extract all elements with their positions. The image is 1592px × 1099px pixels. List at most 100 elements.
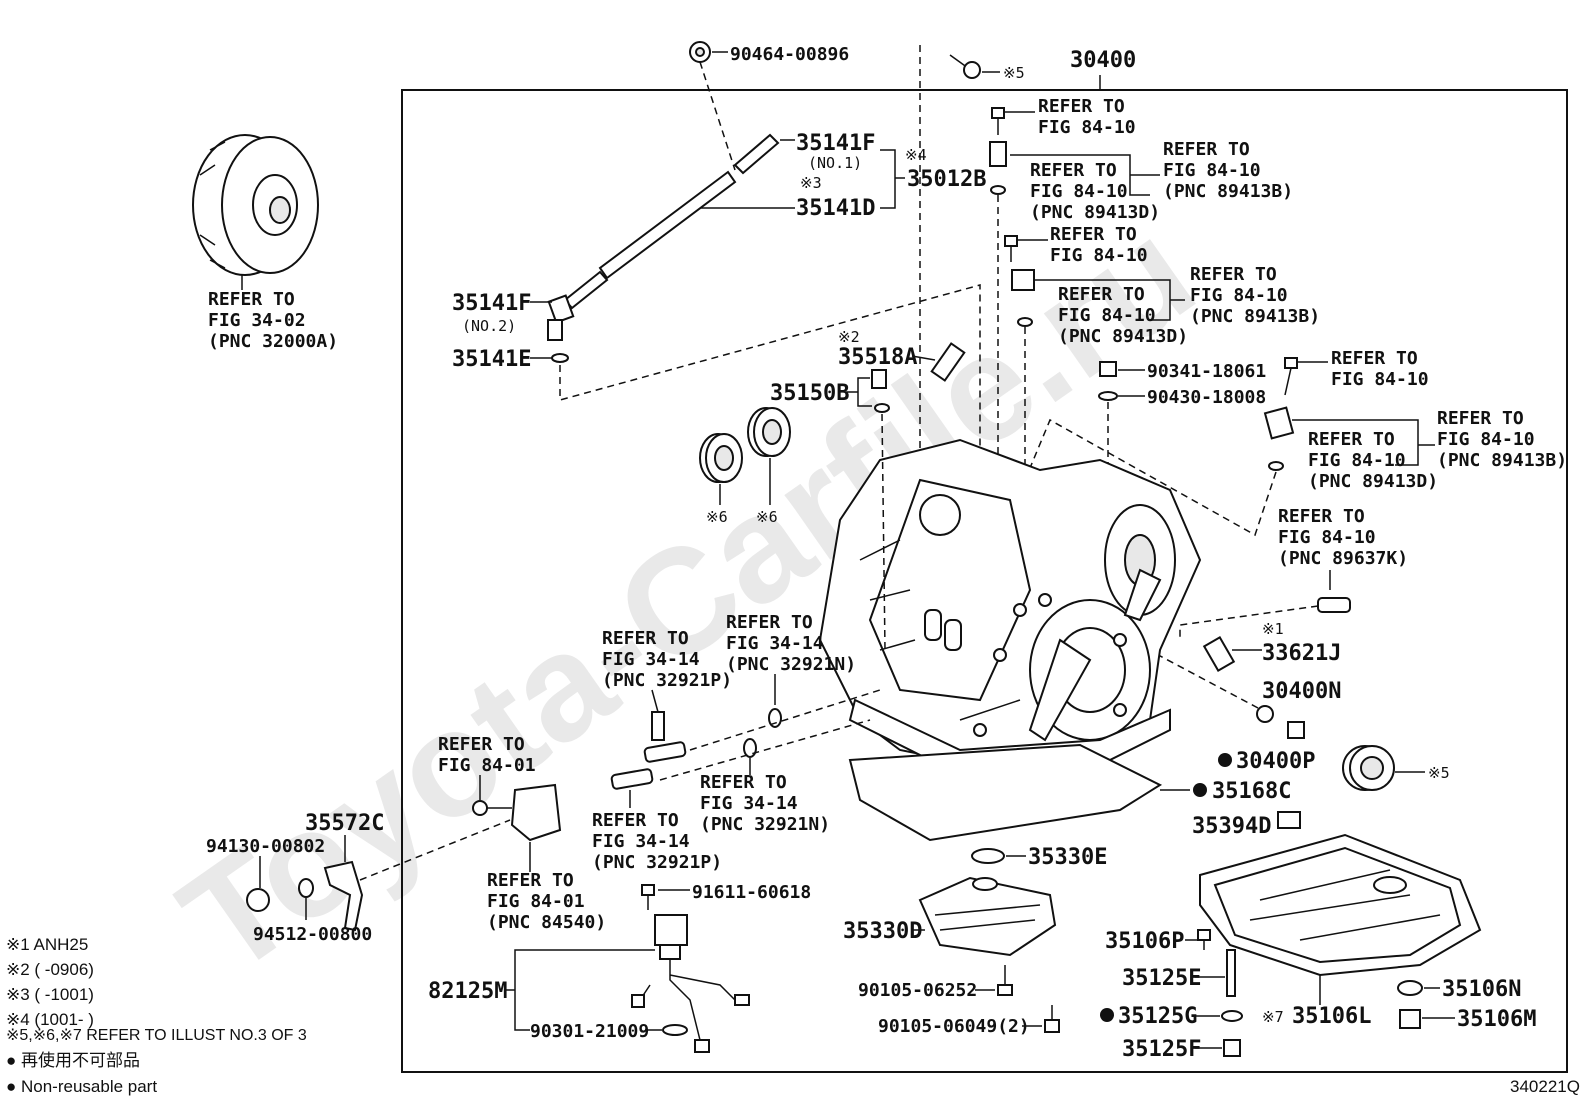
bolt-91611-illustration — [641, 884, 655, 910]
part-35394D: 35394D — [1192, 814, 1271, 839]
part-35106L: 35106L — [1292, 1004, 1371, 1029]
refer-p3: (PNC 84540) — [487, 912, 606, 933]
part-94130-00802: 94130-00802 — [206, 836, 325, 857]
sensor-3-illustration — [1263, 406, 1295, 440]
part-33621J: 33621J — [1262, 641, 1341, 666]
refer-k3: (PNC 32921P) — [602, 670, 732, 691]
dash-35150B — [881, 413, 886, 651]
refer-l1: REFER TO — [726, 612, 813, 633]
gasket-30400P-illustration — [1256, 705, 1274, 723]
plug-90341-illustration — [1099, 361, 1117, 377]
note-4: ※4 (1001- ) — [6, 1010, 94, 1029]
part-35141F-no1-suffix: (NO.1) — [808, 154, 862, 172]
part-90341-18061: 90341-18061 — [1147, 361, 1266, 382]
torque-converter-illustration — [192, 134, 319, 276]
note-5: ※5,※6,※7 REFER TO ILLUST NO.3 OF 3 — [6, 1027, 307, 1044]
mark-6a: ※6 — [706, 508, 728, 526]
sensor-bolt-2-illustration — [1004, 235, 1018, 262]
part-35572C: 35572C — [305, 811, 384, 836]
part-35518A: 35518A — [838, 345, 917, 370]
refer-j3: (PNC 89637K) — [1278, 548, 1408, 569]
part-35125E: 35125E — [1122, 966, 1201, 991]
refer-l3: (PNC 32921N) — [726, 654, 856, 675]
refer-b3: (PNC 89413B) — [1163, 181, 1293, 202]
pipe-35125E-illustration — [1226, 949, 1236, 997]
refer-n1: REFER TO — [592, 810, 679, 831]
part-30400N: 30400N — [1262, 679, 1341, 704]
refer-i3: (PNC 89413D) — [1308, 471, 1438, 492]
bracket-sensor-1 — [1010, 154, 1160, 196]
part-35141F-no1: 35141F — [796, 131, 875, 156]
part-35141F-no2-suffix: (NO.2) — [462, 317, 516, 335]
dash-unions — [659, 689, 881, 781]
refer-n2: FIG 34-14 — [592, 831, 690, 852]
neutral-switch-illustration — [510, 783, 562, 842]
washer-94512-illustration — [298, 878, 314, 898]
part-35012B: 35012B — [907, 167, 986, 192]
strainer-35330D-illustration — [918, 876, 1057, 957]
bolt-top-illustration — [949, 54, 981, 79]
union-2-illustration — [610, 768, 654, 790]
mark-6b: ※6 — [756, 508, 778, 526]
note-6: ● 再使用不可部品 — [6, 1050, 140, 1070]
refer-c2: FIG 84-10 — [1030, 181, 1128, 202]
refer-d1: REFER TO — [1050, 224, 1137, 245]
refer-b1: REFER TO — [1163, 139, 1250, 160]
refer-a1: REFER TO — [1038, 96, 1125, 117]
mark-5-right: ※5 — [1428, 764, 1450, 782]
refer-g2: FIG 84-10 — [1331, 369, 1429, 390]
union-1-illustration — [651, 711, 665, 741]
note-2: ※2 ( -0906) — [6, 960, 94, 979]
dash-89637K — [1179, 605, 1319, 640]
mark-5-top: ※5 — [1003, 64, 1025, 82]
part-35106M: 35106M — [1457, 1007, 1536, 1032]
oil-seal-b-illustration — [747, 407, 791, 457]
assembly-number-label: 30400 — [1070, 48, 1136, 73]
refer-n3: (PNC 32921P) — [592, 852, 722, 873]
o-ring-union-1 — [768, 708, 782, 728]
refer-m1: REFER TO — [700, 772, 787, 793]
gasket-35168C-illustration — [848, 743, 1163, 842]
part-35168C: 35168C — [1212, 779, 1291, 804]
o-ring-35150B — [874, 403, 890, 413]
part-35330E: 35330E — [1028, 845, 1107, 870]
leader-35518A — [911, 355, 936, 361]
part-35330D: 35330D — [843, 919, 922, 944]
sensor-bolt-3-illustration — [1284, 357, 1298, 396]
refer-p2: FIG 84-01 — [487, 891, 585, 912]
o-ring-sensor-1 — [990, 185, 1006, 195]
mark-4: ※4 — [905, 146, 927, 164]
refer-torque-converter-2: FIG 34-02 — [208, 310, 306, 331]
bracket-82125M — [505, 949, 655, 1031]
lever-35572C-illustration — [323, 860, 364, 932]
refer-g1: REFER TO — [1331, 348, 1418, 369]
part-35141F-no2: 35141F — [452, 291, 531, 316]
gasket-90430-illustration — [1098, 391, 1118, 401]
dash-lever — [359, 819, 511, 881]
o-ring-35141E — [551, 353, 569, 363]
part-35106P: 35106P — [1105, 929, 1184, 954]
mark-2: ※2 — [838, 328, 860, 346]
refer-o1: REFER TO — [438, 734, 525, 755]
non-reusable-mark-30400P — [1218, 753, 1232, 767]
plug-35106M-illustration — [1399, 1009, 1421, 1029]
o-ring-sensor-2 — [1017, 317, 1033, 327]
bolt-90105b-illustration — [1044, 1005, 1060, 1033]
refer-c1: REFER TO — [1030, 160, 1117, 181]
clip-90464-illustration — [689, 41, 711, 63]
plug-30400N-illustration — [1287, 721, 1305, 739]
note-7: ● Non-reusable part — [6, 1077, 157, 1096]
refer-h1: REFER TO — [1437, 408, 1524, 429]
gasket-35125G-illustration — [1221, 1010, 1243, 1022]
part-91611-60618: 91611-60618 — [692, 882, 811, 903]
part-35106N: 35106N — [1442, 977, 1521, 1002]
refer-m3: (PNC 32921N) — [700, 814, 830, 835]
cooler-tube-illustration — [547, 133, 780, 341]
mark-1: ※1 — [1262, 620, 1284, 638]
plate-35518A-illustration — [930, 342, 966, 382]
refer-torque-converter-3: (PNC 32000A) — [208, 331, 338, 352]
switch-bolt-illustration — [472, 800, 512, 816]
refer-j2: FIG 84-10 — [1278, 527, 1376, 548]
plug-89637K-illustration — [1317, 597, 1351, 613]
